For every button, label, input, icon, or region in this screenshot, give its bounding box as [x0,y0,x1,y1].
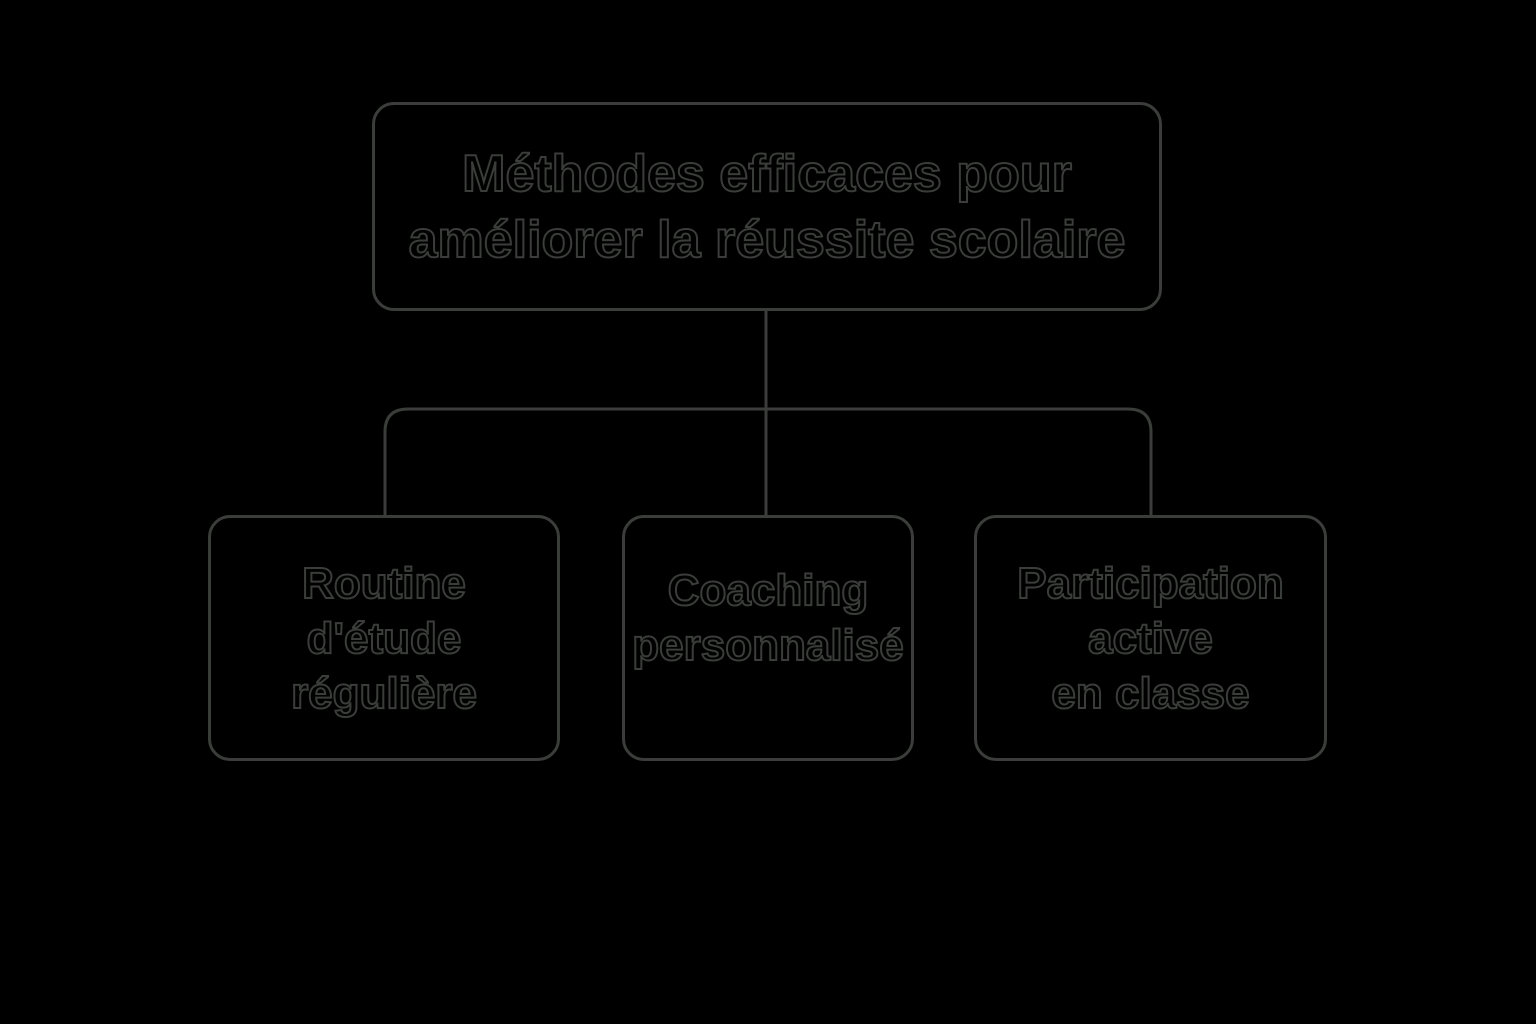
connector-right-branch [1126,407,1153,517]
child-node-routine: Routine d'étude régulière [208,515,560,761]
child-node-coaching: Coaching personnalisé [622,515,914,761]
root-node-label: Méthodes efficaces pour améliorer la réu… [408,144,1127,270]
child-node-participation: Participation active en classe [974,515,1327,761]
child-node-coaching-label: Coaching personnalisé [631,565,904,671]
connector-left-branch [383,407,410,517]
root-node: Méthodes efficaces pour améliorer la réu… [372,102,1162,311]
child-node-participation-label: Participation active en classe [1016,558,1284,719]
child-node-routine-label: Routine d'étude régulière [290,558,478,719]
